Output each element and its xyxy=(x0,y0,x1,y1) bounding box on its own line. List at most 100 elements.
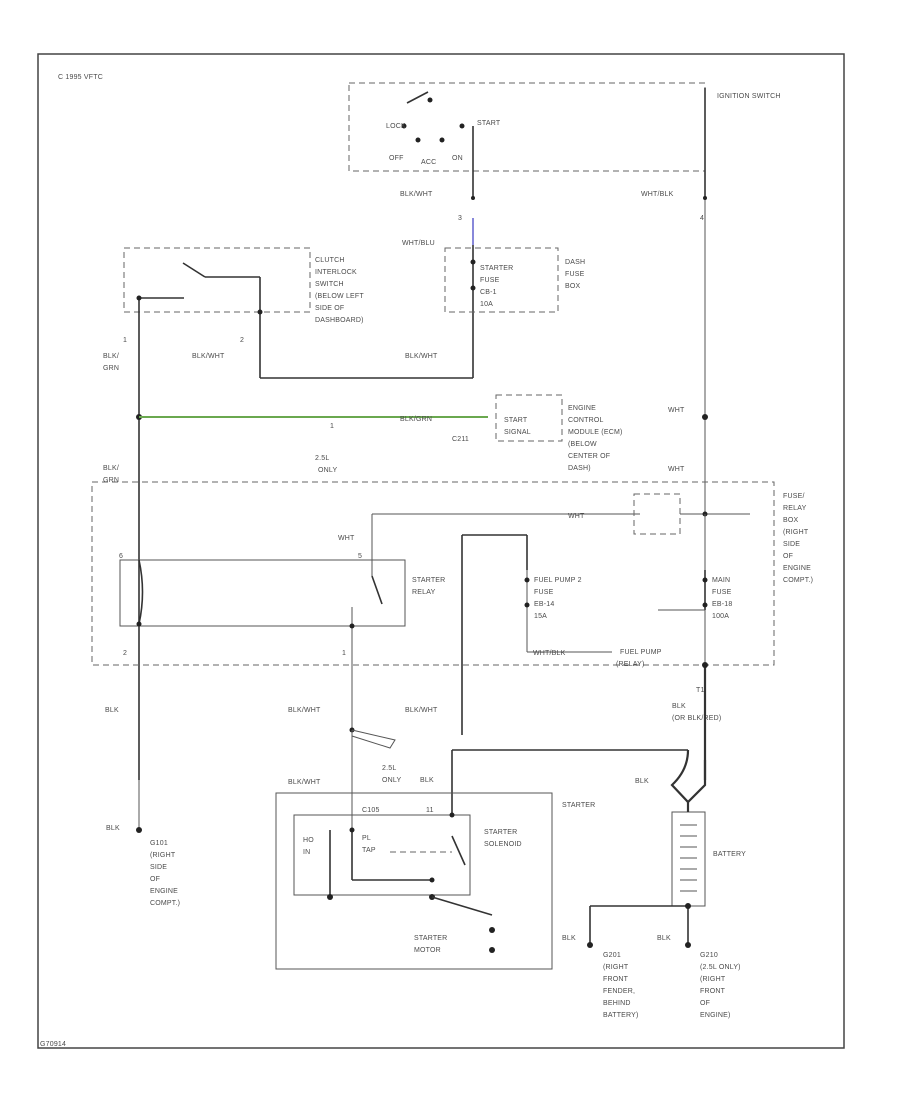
diagram-label: MODULE (ECM) xyxy=(568,429,623,436)
diagram-label: MOTOR xyxy=(414,947,441,954)
diagram-label: WHT xyxy=(338,535,355,542)
diagram-label: FUEL PUMP xyxy=(620,649,662,656)
diagram-label: G101 xyxy=(150,840,168,847)
diagram-label: ENGINE xyxy=(150,888,178,895)
diagram-label: FUSE xyxy=(565,271,585,278)
diagram-label: FUSE xyxy=(480,277,500,284)
diagram-label: BATTERY xyxy=(713,851,746,858)
diagram-label: ONLY xyxy=(382,777,401,784)
diagram-frame xyxy=(37,53,845,1049)
diagram-label: FUSE/ xyxy=(783,493,805,500)
diagram-label: WHT/BLK xyxy=(533,650,566,657)
starter-relay: 6 5 STARTER RELAY xyxy=(119,553,445,627)
diagram-label: C105 xyxy=(362,807,380,814)
diagram-label: COMPT.) xyxy=(150,900,180,907)
diagram-label: FENDER, xyxy=(603,988,635,995)
diagram-label: (RIGHT xyxy=(700,976,726,983)
diagram-label: 6 xyxy=(119,553,123,560)
diagram-label: BLK xyxy=(672,703,686,710)
diagram-label: (OR BLK/RED) xyxy=(672,715,721,722)
diagram-label: ENGINE xyxy=(783,565,811,572)
diagram-label: ENGINE) xyxy=(700,1012,731,1019)
diagram-label: INTERLOCK xyxy=(315,269,357,276)
diagram-label: 1 xyxy=(330,423,334,430)
diagram-label: STARTER xyxy=(484,829,517,836)
diagram-label: START xyxy=(477,120,501,127)
diagram-label: RELAY xyxy=(412,589,436,596)
diagram-label: CLUTCH xyxy=(315,257,345,264)
diagram-label: SIDE xyxy=(150,864,167,871)
diagram-label: (RIGHT xyxy=(150,852,176,859)
diagram-label: BLK xyxy=(420,777,434,784)
diagram-label: BLK/WHT xyxy=(405,707,438,714)
diagram-label: 10A xyxy=(480,301,493,308)
diagram-label: START xyxy=(504,417,528,424)
diagram-label: BLK xyxy=(562,935,576,942)
diagram-label: (BELOW xyxy=(568,441,597,448)
diagram-label: OF xyxy=(783,553,793,560)
diagram-label: WHT/BLK xyxy=(641,191,674,198)
diagram-label: SIDE xyxy=(783,541,800,548)
diagram-label: ON xyxy=(452,155,463,162)
diagram-label: 2 xyxy=(240,337,244,344)
ignition-switch: LOCK START OFF ACC ON IGNITION SWITCH xyxy=(348,82,780,172)
diagram-label: DASH xyxy=(565,259,585,266)
diagram-label: BLK/WHT xyxy=(288,779,321,786)
diagram-label: C211 xyxy=(452,436,469,443)
diagram-label: 3 xyxy=(458,215,462,222)
diagram-label: (RELAY) xyxy=(616,661,645,668)
diagram-label: 2.5L xyxy=(315,455,329,462)
diagram-label: STARTER xyxy=(562,802,595,809)
diagram-label: 100A xyxy=(712,613,729,620)
diagram-label: (2.5L ONLY) xyxy=(700,964,741,971)
diagram-label: BOX xyxy=(783,517,799,524)
diagram-label: BLK/ xyxy=(103,465,119,472)
diagram-label: SWITCH xyxy=(315,281,344,288)
diagram-label: LOCK xyxy=(386,123,406,130)
diagram-label: FUSE xyxy=(712,589,732,596)
diagram-label: CONTROL xyxy=(568,417,604,424)
diagram-label: 15A xyxy=(534,613,547,620)
fuse-relay-box: FUSE/ RELAY BOX (RIGHT SIDE OF ENGINE CO… xyxy=(91,481,813,666)
diagram-label: T1 xyxy=(696,687,705,694)
ground-g101: G101 (RIGHT SIDE OF ENGINE COMPT.) xyxy=(150,840,180,907)
diagram-label: WHT xyxy=(568,513,585,520)
diagram-label: BOX xyxy=(565,283,581,290)
engine-control-module: START SIGNAL ENGINE CONTROL MODULE (ECM)… xyxy=(495,394,623,472)
diagram-label: FUSE xyxy=(534,589,554,596)
diagram-label: G201 xyxy=(603,952,621,959)
diagram-label: SIGNAL xyxy=(504,429,531,436)
diagram-label: BEHIND xyxy=(603,1000,631,1007)
diagram-label: STARTER xyxy=(480,265,513,272)
diagram-label: COMPT.) xyxy=(783,577,813,584)
diagram-label: PL xyxy=(362,835,371,842)
diagram-label: CENTER OF xyxy=(568,453,610,460)
diagram-label: GRN xyxy=(103,365,119,372)
diagram-label: BLK xyxy=(106,825,120,832)
diagram-label: 11 xyxy=(426,807,434,814)
diagram-label: ENGINE xyxy=(568,405,596,412)
diagram-label: BLK/WHT xyxy=(405,353,438,360)
battery: BATTERY xyxy=(671,811,746,907)
ground-g210: G210 (2.5L ONLY) (RIGHT FRONT OF ENGINE) xyxy=(700,952,741,1019)
diagram-label: BLK xyxy=(657,935,671,942)
diagram-label: SIDE OF xyxy=(315,305,344,312)
diagram-label: IN xyxy=(303,849,310,856)
diagram-label: SOLENOID xyxy=(484,841,522,848)
diagram-label: (RIGHT xyxy=(783,529,809,536)
diagram-label: WHT xyxy=(668,466,685,473)
diagram-label: EB-14 xyxy=(534,601,554,608)
diagram-label: CB-1 xyxy=(480,289,497,296)
diagram-label: BLK xyxy=(105,707,119,714)
diagram-label: WHT/BLU xyxy=(402,240,435,247)
diagram-label: BLK/WHT xyxy=(288,707,321,714)
diagram-label: 5 xyxy=(358,553,362,560)
starter: STARTER C105 11 HO IN PL TAP STARTER SOL… xyxy=(275,792,595,970)
diagram-label: 1 xyxy=(342,650,346,657)
diagram-label: ACC xyxy=(421,159,436,166)
diagram-label: FUEL PUMP 2 xyxy=(534,577,582,584)
diagram-label: 2.5L xyxy=(382,765,396,772)
diagram-label: BLK/GRN xyxy=(400,416,432,423)
diagram-label: 2 xyxy=(123,650,127,657)
